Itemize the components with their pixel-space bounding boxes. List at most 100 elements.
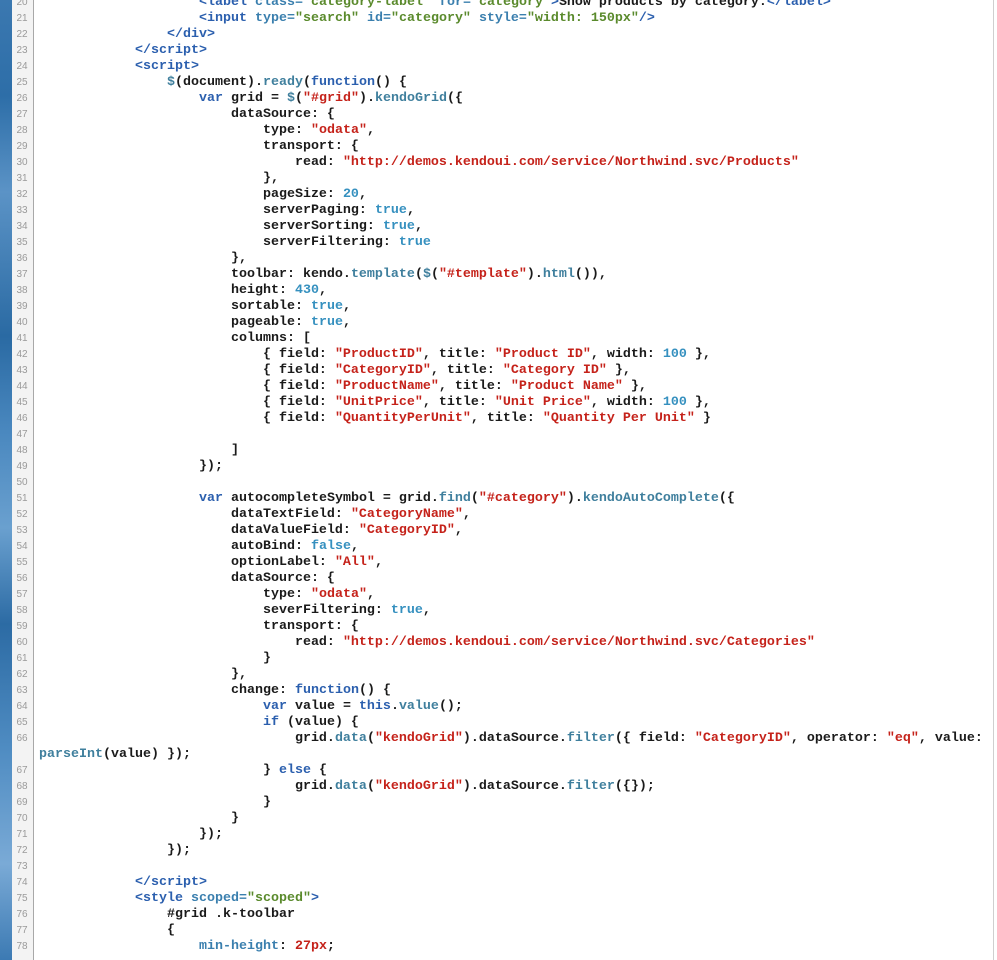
code-line[interactable]: 52 dataTextField: "CategoryName",	[0, 507, 997, 523]
code-token: </div>	[166, 27, 215, 42]
line-number-gutter	[12, 0, 34, 960]
code-text: type: "odata",	[39, 123, 375, 139]
code-line[interactable]: 63 change: function() {	[0, 683, 997, 699]
code-token: ,	[422, 603, 431, 618]
code-line[interactable]: 32 pageSize: 20,	[0, 187, 997, 203]
code-token: "category"	[390, 11, 479, 26]
line-number: 50	[16, 477, 28, 488]
code-token: "Quantity Per Unit"	[542, 411, 695, 426]
code-line[interactable]: 65 if (value) {	[0, 715, 997, 731]
code-line[interactable]: 72 });	[0, 843, 997, 859]
code-line[interactable]: 21 <input type="search" id="category" st…	[0, 11, 997, 27]
code-line[interactable]: 34 serverSorting: true,	[0, 219, 997, 235]
code-token: "CategoryID"	[334, 363, 431, 378]
code-token: data	[334, 779, 367, 794]
code-line[interactable]: 68 grid.data("kendoGrid").dataSource.fil…	[0, 779, 997, 795]
code-line[interactable]: 67 } else {	[0, 763, 997, 779]
code-line[interactable]: 56 dataSource: {	[0, 571, 997, 587]
code-token	[39, 491, 199, 506]
code-token: $	[422, 267, 431, 282]
code-line[interactable]: 33 serverPaging: true,	[0, 203, 997, 219]
code-token: autoBind:	[39, 539, 311, 554]
code-token	[39, 939, 199, 954]
code-line[interactable]: 26 var grid = $("#grid").kendoGrid({	[0, 91, 997, 107]
code-line[interactable]: 27 dataSource: {	[0, 107, 997, 123]
code-line[interactable]: 28 type: "odata",	[0, 123, 997, 139]
code-line[interactable]: 75 <style scoped="scoped">	[0, 891, 997, 907]
code-line[interactable]: 78 min-height: 27px;	[0, 939, 997, 955]
code-token: toolbar: kendo.	[39, 267, 351, 282]
code-token: "eq"	[886, 731, 919, 746]
code-token: read:	[39, 155, 343, 170]
code-line[interactable]: 42 { field: "ProductID", title: "Product…	[0, 347, 997, 363]
code-line[interactable]: 22 </div>	[0, 27, 997, 43]
code-line[interactable]: 64 var value = this.value();	[0, 699, 997, 715]
code-line[interactable]: 39 sortable: true,	[0, 299, 997, 315]
code-line[interactable]: 53 dataValueField: "CategoryID",	[0, 523, 997, 539]
code-token	[39, 0, 199, 10]
code-line[interactable]: 43 { field: "CategoryID", title: "Catego…	[0, 363, 997, 379]
code-line[interactable]: 31 },	[0, 171, 997, 187]
code-line[interactable]: 54 autoBind: false,	[0, 539, 997, 555]
code-line[interactable]: 66 grid.data("kendoGrid").dataSource.fil…	[0, 731, 997, 747]
code-line[interactable]: 58 severFiltering: true,	[0, 603, 997, 619]
code-token: </script>	[134, 43, 207, 58]
code-line[interactable]: 37 toolbar: kendo.template($("#template"…	[0, 267, 997, 283]
line-number: 25	[16, 77, 28, 88]
code-line[interactable]: 49 });	[0, 459, 997, 475]
code-token: pageSize:	[39, 187, 343, 202]
code-line[interactable]: 70 }	[0, 811, 997, 827]
code-line[interactable]: 44 { field: "ProductName", title: "Produ…	[0, 379, 997, 395]
code-line[interactable]: 77 {	[0, 923, 997, 939]
code-line[interactable]: 38 height: 430,	[0, 283, 997, 299]
code-line[interactable]: 73	[0, 859, 997, 875]
code-token: "odata"	[310, 587, 367, 602]
line-number: 22	[16, 29, 28, 40]
code-text: change: function() {	[39, 683, 391, 699]
code-token: dataTextField:	[39, 507, 351, 522]
line-number: 70	[16, 813, 28, 824]
code-line-wrap[interactable]: parseInt(value) });	[0, 747, 997, 763]
code-line[interactable]: 41 columns: [	[0, 331, 997, 347]
code-token	[39, 11, 199, 26]
code-line[interactable]: 76 #grid .k-toolbar	[0, 907, 997, 923]
code-line[interactable]: 59 transport: {	[0, 619, 997, 635]
line-number: 59	[16, 621, 28, 632]
code-line[interactable]: 57 type: "odata",	[0, 587, 997, 603]
code-token: "Product ID"	[494, 347, 591, 362]
code-line[interactable]: 60 read: "http://demos.kendoui.com/servi…	[0, 635, 997, 651]
code-token: },	[606, 363, 631, 378]
code-text: if (value) {	[39, 715, 359, 731]
code-line[interactable]: 55 optionLabel: "All",	[0, 555, 997, 571]
code-line[interactable]: 62 },	[0, 667, 997, 683]
code-line[interactable]: 30 read: "http://demos.kendoui.com/servi…	[0, 155, 997, 171]
code-line[interactable]: 20 <label class="category-label" for="ca…	[0, 0, 997, 11]
code-line[interactable]: 71 });	[0, 827, 997, 843]
line-number: 56	[16, 573, 28, 584]
line-number: 48	[16, 445, 28, 456]
code-token: },	[686, 347, 711, 362]
code-token: ();	[438, 699, 463, 714]
code-line[interactable]: 24 <script>	[0, 59, 997, 75]
code-line[interactable]: 48 ]	[0, 443, 997, 459]
code-line[interactable]: 69 }	[0, 795, 997, 811]
code-token: true	[382, 219, 415, 234]
code-line[interactable]: 45 { field: "UnitPrice", title: "Unit Pr…	[0, 395, 997, 411]
code-line[interactable]: 51 var autocompleteSymbol = grid.find("#…	[0, 491, 997, 507]
code-line[interactable]: 46 { field: "QuantityPerUnit", title: "Q…	[0, 411, 997, 427]
code-token	[39, 59, 135, 74]
code-line[interactable]: 25 $(document).ready(function() {	[0, 75, 997, 91]
code-token: , operator:	[790, 731, 887, 746]
code-line[interactable]: 47	[0, 427, 997, 443]
code-line[interactable]: 35 serverFiltering: true	[0, 235, 997, 251]
code-line[interactable]: 61 }	[0, 651, 997, 667]
code-line[interactable]: 23 </script>	[0, 43, 997, 59]
code-line[interactable]: 29 transport: {	[0, 139, 997, 155]
vertical-scrollbar[interactable]	[993, 0, 994, 960]
code-line[interactable]: 36 },	[0, 251, 997, 267]
code-line[interactable]: 50	[0, 475, 997, 491]
code-line[interactable]: 74 </script>	[0, 875, 997, 891]
code-line[interactable]: 40 pageable: true,	[0, 315, 997, 331]
code-token: dataSource: {	[39, 107, 335, 122]
